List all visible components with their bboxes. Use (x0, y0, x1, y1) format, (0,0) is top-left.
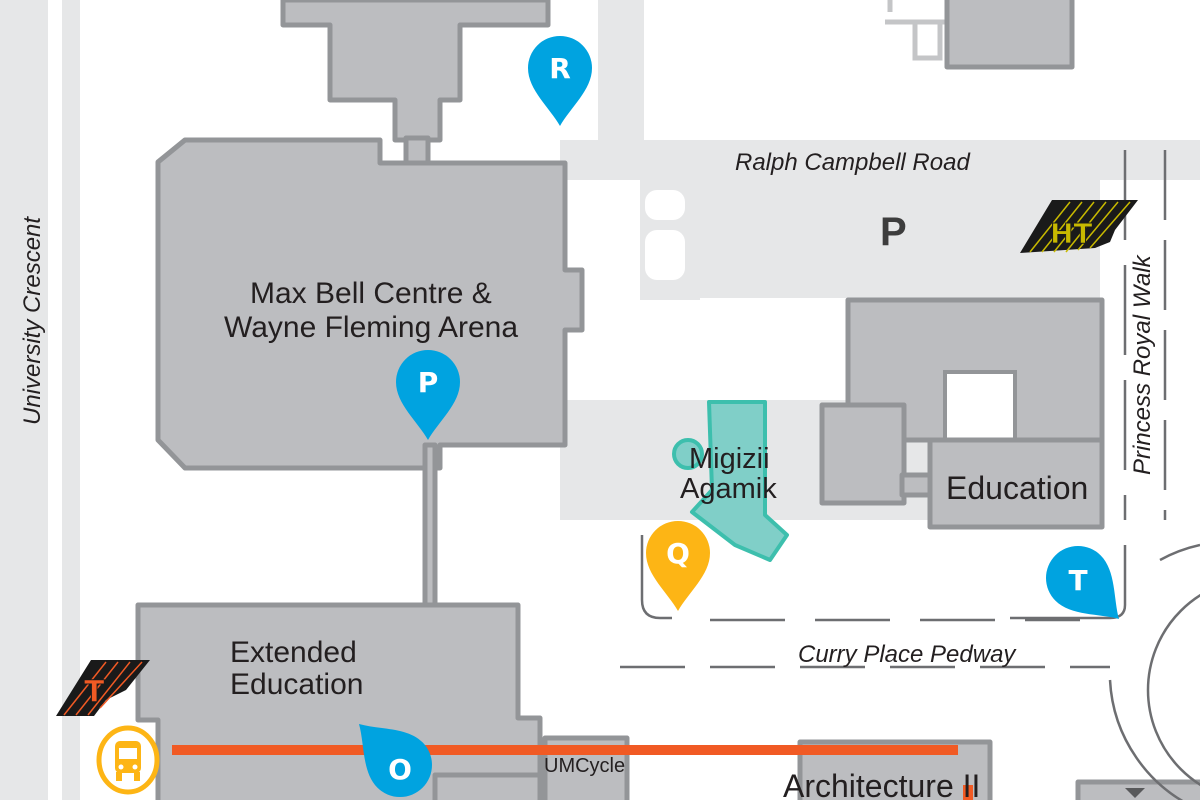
label-education: Education (946, 470, 1088, 506)
parking-lot-label: P (880, 210, 907, 254)
building-migizii-agamik[interactable] (672, 400, 789, 562)
building-small-south (432, 772, 543, 800)
street-label-curry-place-pedway: Curry Place Pedway (798, 641, 1017, 668)
label-umcycle: UMCycle (544, 755, 625, 777)
corridor-south (422, 442, 438, 610)
street-label-university-crescent: University Crescent (19, 216, 46, 425)
pin-letter: P (418, 366, 439, 399)
building-extended-education[interactable] (135, 602, 543, 800)
building-north[interactable] (280, 0, 551, 143)
map-pin-icon (528, 36, 592, 126)
building-northeast[interactable] (944, 0, 1075, 70)
pin-t[interactable]: T (1033, 533, 1142, 642)
pin-r[interactable]: R (528, 36, 592, 126)
tunnel-icon[interactable]: T (56, 660, 150, 716)
label-extended-education-line1: Extended (230, 636, 357, 669)
pin-letter: O (388, 753, 412, 786)
hot-tunnel-icon[interactable]: HT (1020, 200, 1138, 253)
pin-letter: T (1068, 564, 1087, 597)
pin-letter: Q (666, 537, 690, 570)
pin-o[interactable]: O (336, 701, 445, 800)
label-max-bell-line2: Wayne Fleming Arena (224, 311, 518, 344)
building-education[interactable] (927, 437, 1105, 530)
street-label-princess-royal-walk: Princess Royal Walk (1129, 253, 1156, 475)
label-architecture-ii: Architecture II (783, 768, 980, 800)
bus-route-line (172, 745, 958, 755)
map-pin-icon (1046, 546, 1120, 620)
tunnel-label: T (84, 675, 105, 710)
label-migizii-line1: Migizii (689, 443, 770, 475)
pin-letter: R (549, 52, 571, 85)
pin-q[interactable]: Q (646, 521, 710, 611)
label-extended-education-line2: Education (230, 668, 363, 701)
map-pin-icon (396, 350, 460, 440)
building-max-bell-centre[interactable] (155, 137, 585, 471)
pin-p[interactable]: P (396, 350, 460, 440)
bus-stop-icon[interactable] (96, 725, 160, 795)
label-max-bell-line1: Max Bell Centre & (250, 277, 492, 310)
hot-tunnel-label: HT (1050, 217, 1093, 250)
map-pin-icon (646, 521, 710, 611)
label-migizii-line2: Agamik (680, 473, 777, 505)
street-label-ralph-campbell-road: Ralph Campbell Road (735, 149, 970, 176)
building-education-west[interactable] (819, 402, 907, 506)
map-pin-icon (358, 723, 432, 797)
